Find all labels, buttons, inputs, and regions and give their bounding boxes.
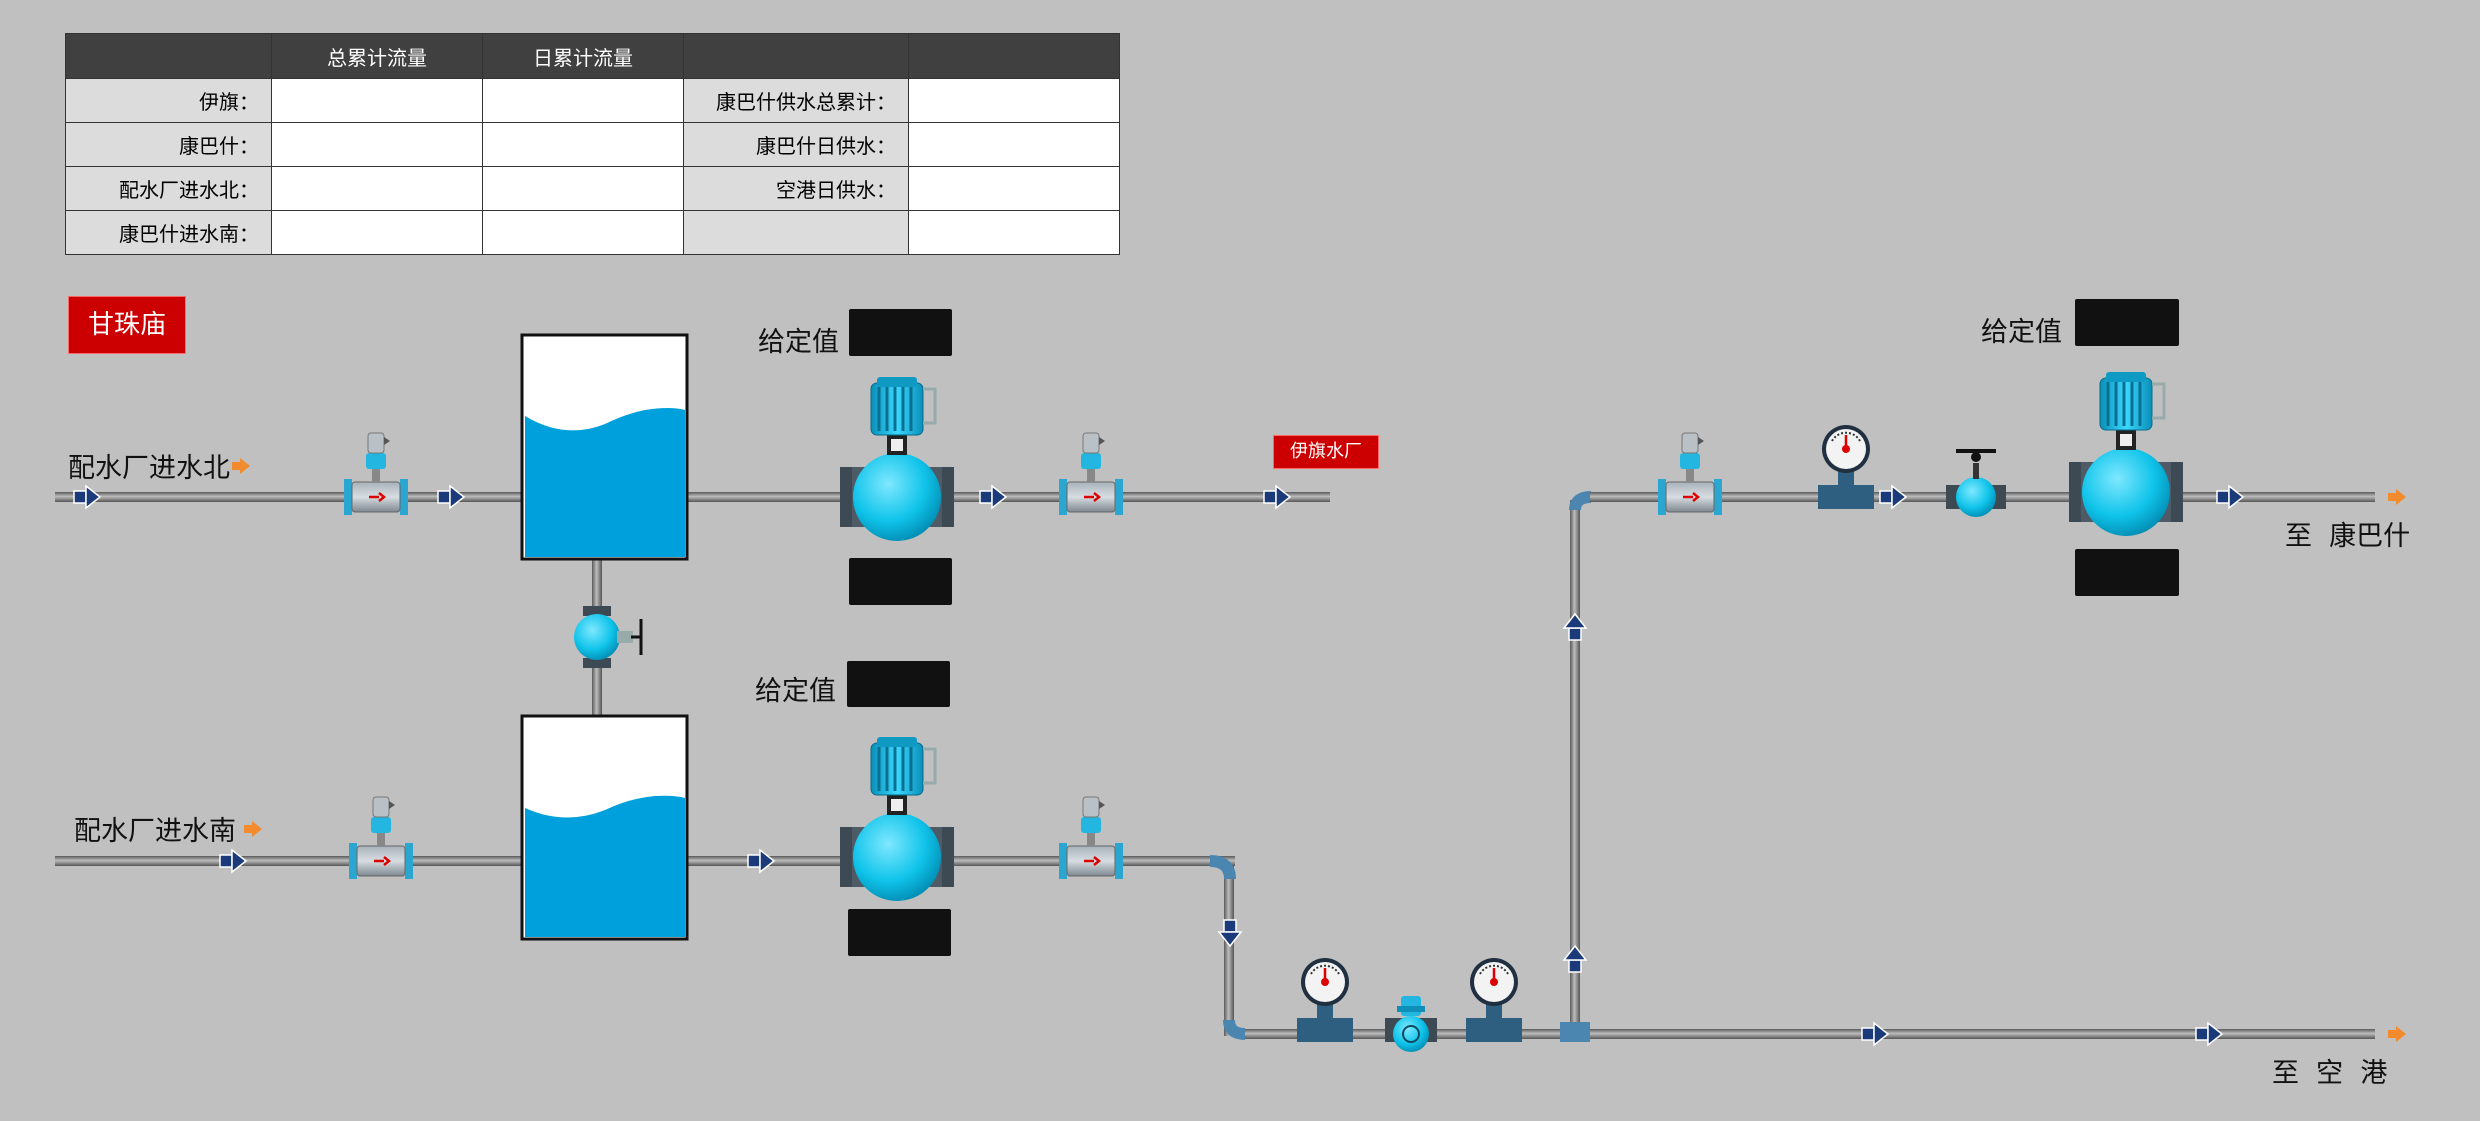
pressure-gauge-airport-left	[1295, 956, 1355, 1044]
flowmeter-inlet-south[interactable]	[347, 795, 415, 881]
row-label-inlet-south: 康巴什进水南：	[65, 210, 272, 255]
flowmeter-kangbashi[interactable]	[1656, 431, 1724, 517]
supply-value	[908, 122, 1120, 167]
setpoint-display-kangbashi[interactable]	[2075, 299, 2179, 346]
value-display-kangbashi	[2075, 549, 2179, 596]
outlet-kangbashi-label: 至 康巴什	[2285, 521, 2411, 552]
table-row: 康巴什： 康巴什日供水：	[65, 122, 1120, 167]
outlet-airport-label: 至 空 港	[2272, 1058, 2388, 1089]
inlet-south-label: 配水厂进水南	[74, 816, 236, 847]
row-label-empty	[683, 210, 909, 255]
yiqi-plant-tag[interactable]: 伊旗水厂	[1273, 435, 1379, 469]
setpoint-display-south[interactable]	[847, 661, 950, 707]
pump-south[interactable]	[838, 735, 956, 903]
row-label-airport-daily-supply: 空港日供水：	[683, 166, 909, 211]
table-header-daily-flow: 日累计流量	[482, 33, 684, 79]
setpoint-label-south: 给定值	[755, 676, 836, 707]
total-flow-value	[271, 210, 483, 255]
gate-valve-kangbashi[interactable]	[1946, 449, 2006, 517]
setpoint-display-north[interactable]	[849, 309, 952, 356]
table-header-cell	[65, 33, 272, 79]
tank-connection-valve[interactable]	[574, 606, 643, 668]
pipe-network	[55, 491, 2375, 1042]
row-label-kangbashi-total-supply: 康巴什供水总累计：	[683, 78, 909, 123]
table-header-cell	[683, 33, 909, 79]
flow-arrows	[73, 485, 2244, 1046]
pump-kangbashi[interactable]	[2067, 370, 2185, 538]
total-flow-value	[271, 78, 483, 123]
row-label-kangbashi: 康巴什：	[65, 122, 272, 167]
inlet-north-label: 配水厂进水北	[68, 453, 230, 484]
table-row: 伊旗： 康巴什供水总累计：	[65, 78, 1120, 123]
total-flow-value	[271, 122, 483, 167]
daily-flow-value	[482, 166, 684, 211]
supply-value	[908, 210, 1120, 255]
setpoint-label-kangbashi: 给定值	[1981, 317, 2062, 348]
table-row: 配水厂进水北： 空港日供水：	[65, 166, 1120, 211]
supply-value	[908, 166, 1120, 211]
station-title-box: 甘珠庙	[68, 296, 186, 354]
table-header-cell	[908, 33, 1120, 79]
pressure-gauge-kangbashi	[1816, 423, 1876, 511]
supply-value	[908, 78, 1120, 123]
daily-flow-value	[482, 122, 684, 167]
value-display-south	[848, 909, 951, 956]
pump-north[interactable]	[838, 375, 956, 543]
value-display-north	[849, 558, 952, 605]
water-meter-airport	[1385, 996, 1437, 1052]
flowmeter-inlet-north[interactable]	[342, 431, 410, 517]
setpoint-label-north: 给定值	[758, 327, 839, 358]
row-label-yiqi: 伊旗：	[65, 78, 272, 123]
station-title: 甘珠庙	[87, 310, 166, 340]
flow-summary-table: 总累计流量 日累计流量 伊旗： 康巴什供水总累计： 康巴什： 康巴什日供水： 配…	[65, 33, 1120, 255]
yiqi-plant-tag-label: 伊旗水厂	[1290, 441, 1362, 462]
table-header-row: 总累计流量 日累计流量	[65, 33, 1120, 79]
row-label-kangbashi-daily-supply: 康巴什日供水：	[683, 122, 909, 167]
daily-flow-value	[482, 210, 684, 255]
storage-tank-north	[520, 333, 689, 561]
pressure-gauge-airport-right	[1464, 956, 1524, 1044]
flowmeter-yiqi-outlet[interactable]	[1057, 431, 1125, 517]
row-label-inlet-north: 配水厂进水北：	[65, 166, 272, 211]
flowmeter-south-outlet[interactable]	[1057, 795, 1125, 881]
storage-tank-south	[520, 714, 689, 941]
table-row: 康巴什进水南：	[65, 210, 1120, 255]
